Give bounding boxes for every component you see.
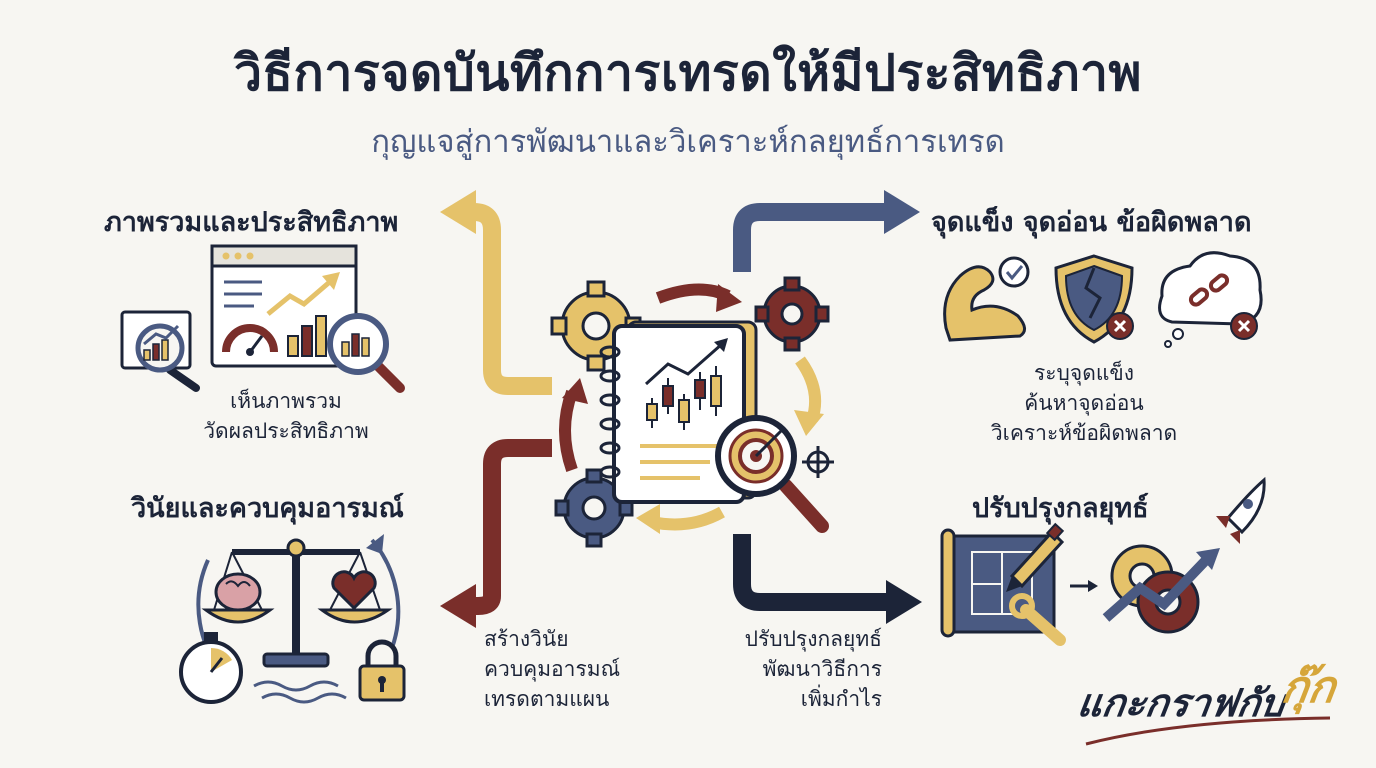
stopwatch-icon [179, 632, 243, 704]
page-subtitle: กุญแจสู่การพัฒนาและวิเคราะห์กลยุทธ์การเท… [371, 124, 1005, 160]
padlock-icon [358, 639, 406, 702]
discipline-heading: วินัยและควบคุมอารมณ์ [131, 493, 404, 524]
wrench-icon [1009, 593, 1066, 646]
overview-description: เห็นภาพรวม วัดผลประสิทธิภาพ [176, 386, 396, 446]
arrow-to-discipline [440, 439, 552, 628]
strategy-line: เพิ่มกำไร [800, 687, 882, 711]
brand-logo-text: แกะกราฟกับ [1074, 681, 1288, 725]
discipline-illustration [179, 534, 406, 704]
strategy-heading: ปรับปรุงกลยุทธ์ [972, 493, 1149, 524]
discipline-line: เทรดตามแผน [484, 687, 610, 711]
page-title: วิธีการจดบันทึกการเทรดให้มีประสิทธิภาพ [233, 44, 1143, 102]
brand-swoosh [1085, 716, 1331, 746]
gear-icon [754, 276, 830, 352]
magnifier-target-icon [715, 415, 829, 533]
broken-chain-icon [1158, 251, 1263, 348]
brain-icon [214, 572, 262, 612]
discipline-line: สร้างวินัย [484, 627, 569, 651]
rocket-icon [1214, 476, 1266, 546]
strengths-heading: จุดแข็ง จุดอ่อน ข้อผิดพลาด [931, 207, 1252, 238]
discipline-line: ควบคุมอารมณ์ [484, 657, 621, 681]
arrow-to-strengths [733, 190, 920, 272]
arrow-to-overview [440, 190, 552, 395]
gear-icon [554, 468, 634, 548]
cracked-shield-icon [1054, 254, 1134, 344]
overview-heading: ภาพรวมและประสิทธิภาพ [104, 207, 399, 238]
brand-logo-accent: กุ๊ก [1278, 662, 1339, 713]
strengths-line: ระบุจุดแข็ง [1034, 361, 1134, 385]
overview-line: เห็นภาพรวม [230, 389, 342, 413]
strengths-line: ค้นหาจุดอ่อน [1024, 391, 1144, 415]
overview-line: วัดผลประสิทธิภาพ [203, 419, 369, 443]
heart-icon [331, 570, 377, 611]
overview-illustration [120, 244, 405, 393]
small-arrow [1070, 580, 1098, 592]
gear-growth-icon [1102, 544, 1220, 634]
strategy-line: ปรับปรุงกลยุทธ์ [744, 627, 882, 651]
muscle-arm-icon [943, 256, 1030, 342]
strategy-description: ปรับปรุงกลยุทธ์ พัฒนาวิธีการ เพิ่มกำไร [700, 624, 882, 714]
arrow-to-strategy [733, 534, 922, 624]
strengths-illustration [943, 251, 1263, 348]
pencil-icon [1006, 522, 1065, 592]
discipline-description: สร้างวินัย ควบคุมอารมณ์ เทรดตามแผน [484, 624, 620, 714]
strategy-illustration [940, 476, 1266, 646]
strengths-description: ระบุจุดแข็ง ค้นหาจุดอ่อน วิเคราะห์ข้อผิด… [974, 358, 1194, 448]
strengths-line: วิเคราะห์ข้อผิดพลาด [990, 421, 1178, 445]
central-hub [550, 276, 834, 548]
crosshair-icon [802, 446, 834, 478]
strategy-line: พัฒนาวิธีการ [762, 657, 882, 681]
